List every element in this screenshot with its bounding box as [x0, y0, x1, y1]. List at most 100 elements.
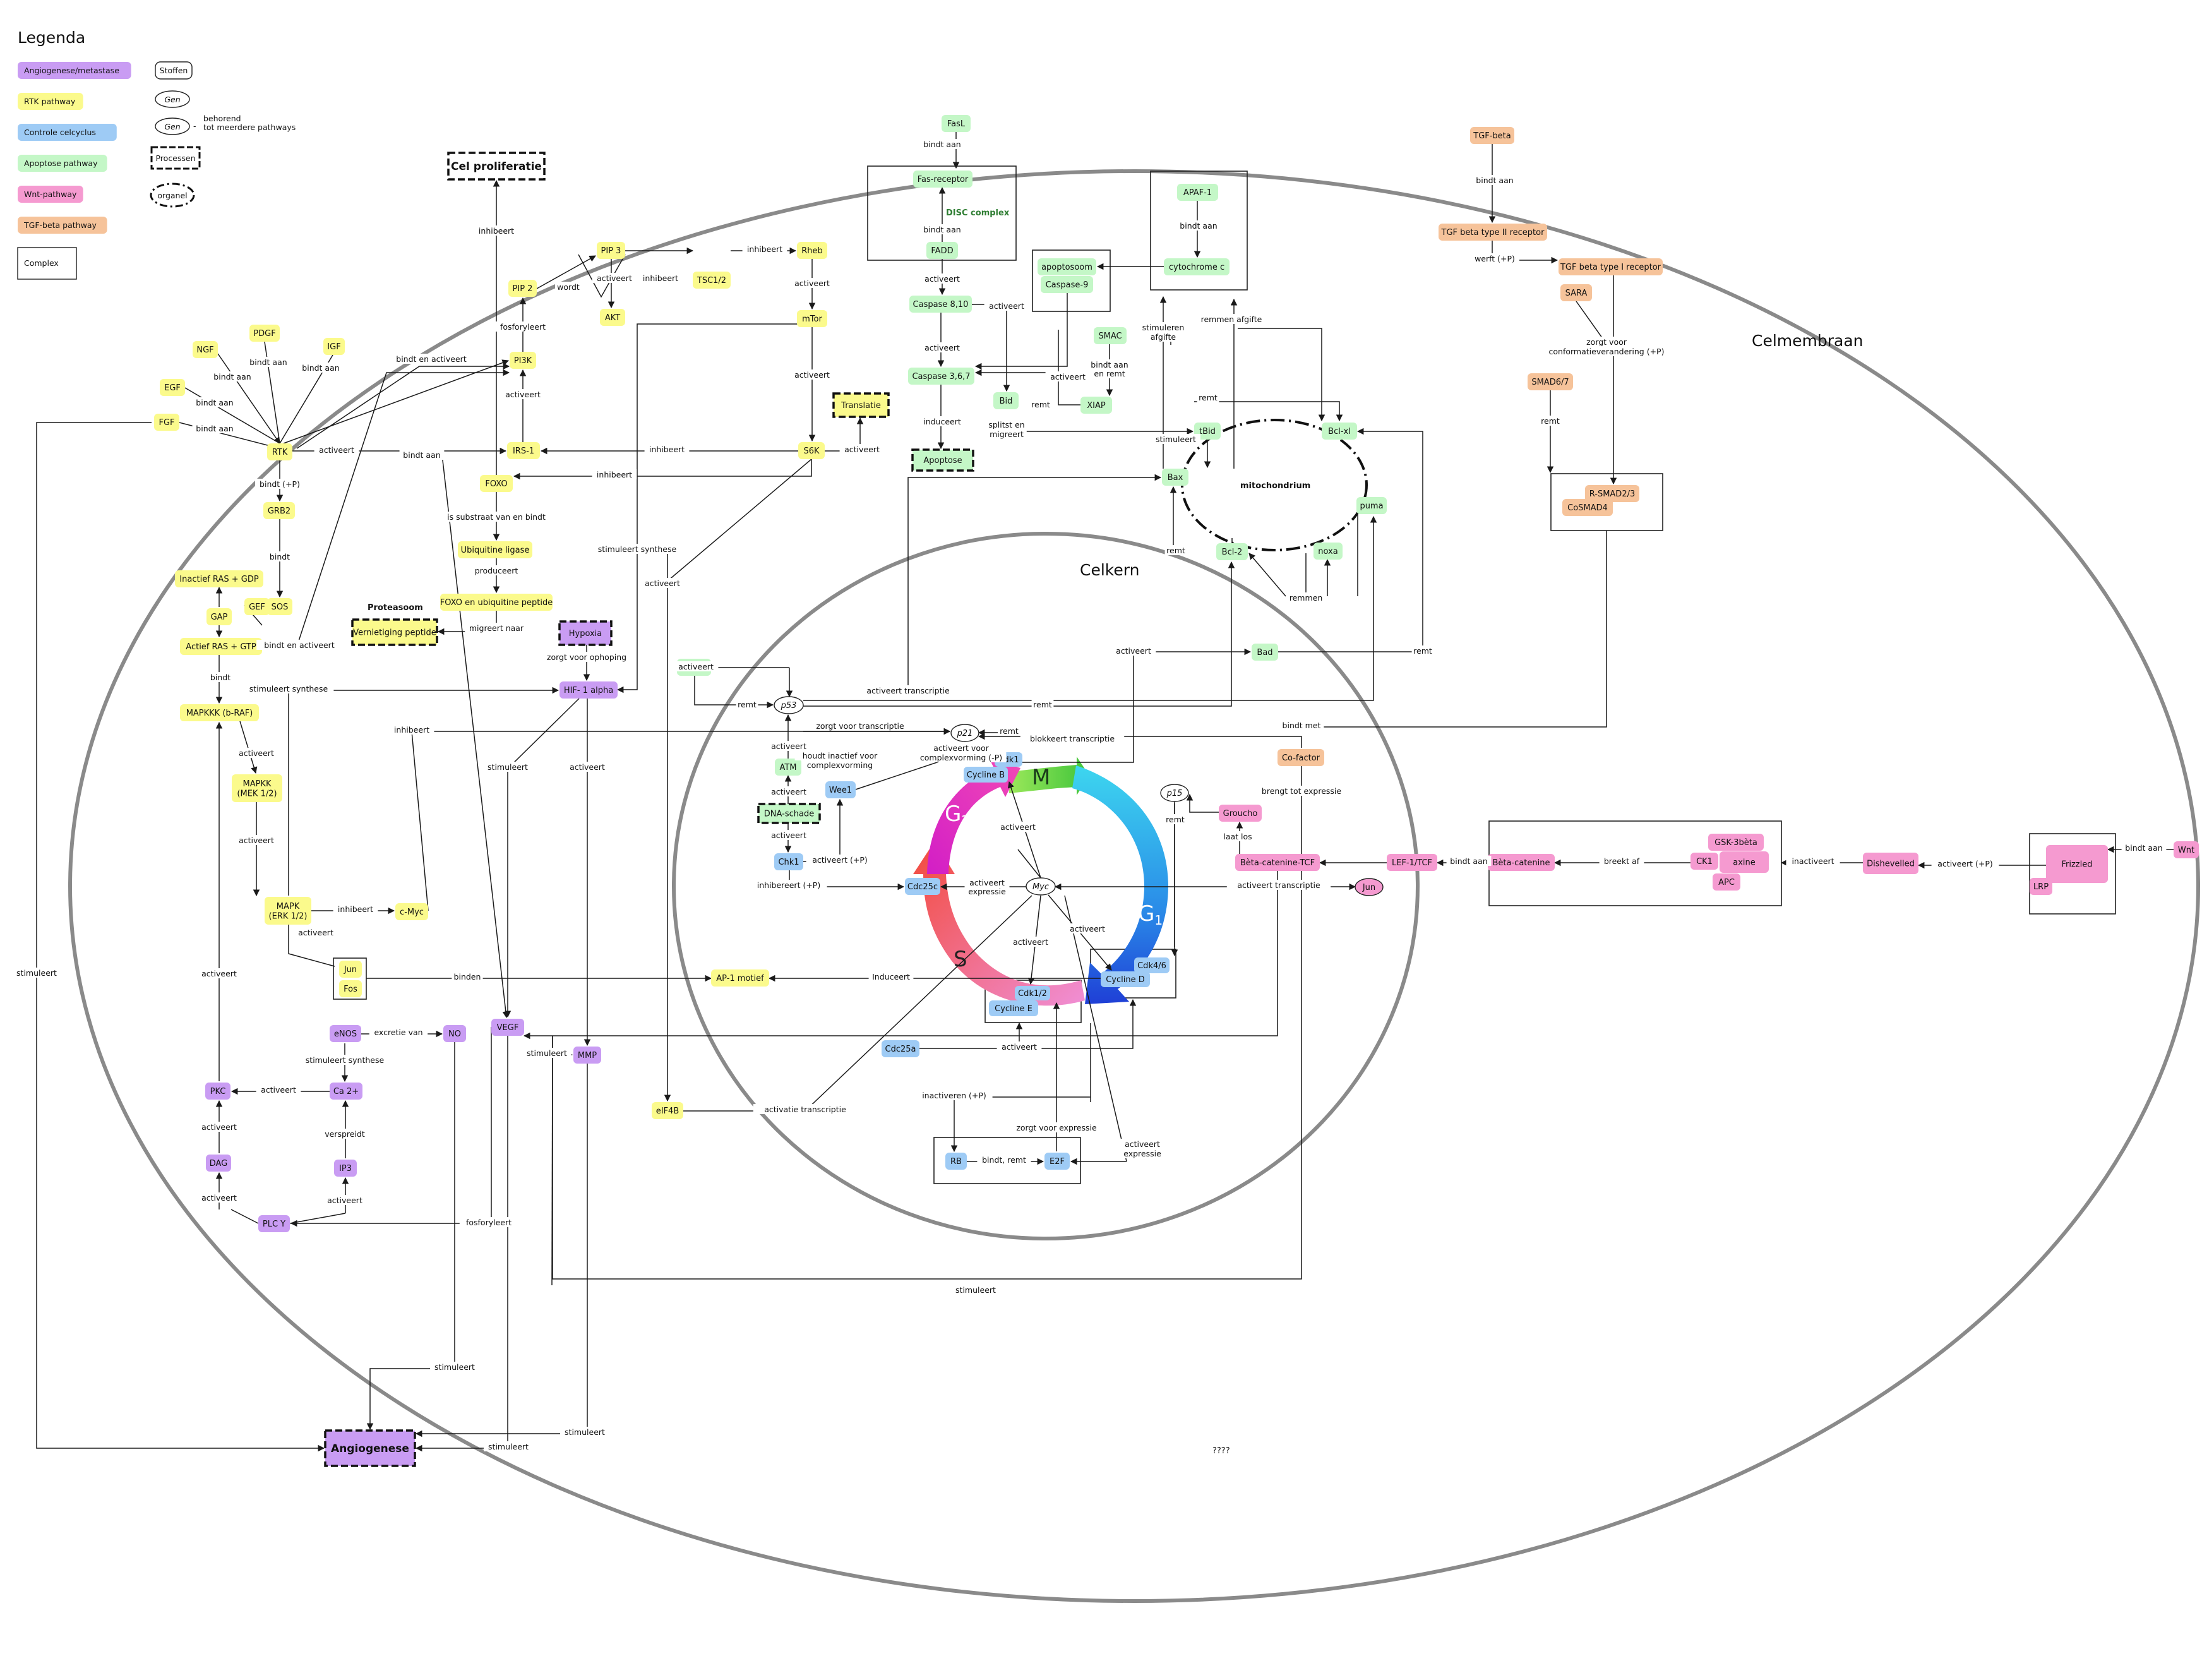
- edge-label-text: activeert: [1000, 822, 1036, 832]
- node-fadd: FADD: [926, 242, 958, 259]
- node-dag-shape: [206, 1155, 231, 1172]
- edge-labels: bindt aan bindt aan activeert activeert acti…: [12, 139, 2167, 1451]
- legend-swatch: [18, 155, 107, 172]
- edge-label-text: remt: [1031, 400, 1050, 409]
- edge-label: inhibeert: [644, 444, 690, 454]
- edge-label-text: bindt: [270, 552, 290, 561]
- node-eif4b: eIF4B: [652, 1102, 683, 1119]
- node-ubligase-label: Ubiquitine ligase: [461, 546, 530, 555]
- node-cosmad: CoSMAD4: [1562, 499, 1613, 516]
- node-irs1: IRS-1: [507, 442, 540, 459]
- node-cyclinb-label: Cycline B: [967, 771, 1005, 780]
- edge-label-text: bindt aan: [1091, 360, 1128, 369]
- unknown-label: ????: [1212, 1446, 1230, 1456]
- node-casp810-label: Caspase 8,10: [913, 300, 969, 309]
- phase-g2-sub: 2: [961, 813, 969, 828]
- node-ip3-label: IP3: [339, 1164, 352, 1173]
- edge-label-text: bindt aan: [403, 450, 440, 460]
- edge-label-text: breekt af: [1604, 856, 1640, 866]
- node-fasl-label: FasL: [947, 119, 966, 129]
- node-foxoubi: FOXO en ubiquitine peptide: [440, 594, 553, 611]
- edge-label: inhibeert: [638, 273, 683, 283]
- node-betacattcf-label: Bèta-catenine-TCF: [1240, 858, 1315, 868]
- edge-label: bindt aan: [192, 423, 237, 433]
- node-noxa-shape: [1313, 543, 1343, 560]
- edge-label: expressie: [964, 886, 1010, 896]
- node-lrp: LRP: [2030, 878, 2052, 895]
- node-eif4b-label: eIF4B: [656, 1107, 679, 1116]
- edge-label: migreert naar: [465, 623, 528, 633]
- edge-label-text: afgifte: [1151, 332, 1176, 342]
- node-smad67: SMAD6/7: [1528, 373, 1573, 390]
- node-fasl-shape: [942, 115, 971, 132]
- edge-label: activeert: [766, 741, 811, 751]
- legend-item-apop: Apoptose pathway: [18, 155, 107, 172]
- node-bclxl: Bcl-xl: [1322, 423, 1357, 440]
- edge-label: remt: [1164, 814, 1187, 824]
- node-ubligase-shape: [458, 541, 532, 558]
- edge-label: activeert: [196, 1122, 242, 1132]
- edge-label-text: bindt en activeert: [396, 354, 467, 364]
- node-igf-shape: [323, 338, 345, 355]
- node-rb-shape: [945, 1153, 967, 1170]
- edge-label-text: inhibereert (+P): [757, 880, 820, 890]
- node-frizzled: Frizzled: [2046, 845, 2108, 883]
- edge-label: stimuleert: [560, 1427, 609, 1437]
- node-e2f-shape: [1044, 1153, 1070, 1170]
- edge-label-text: remt: [738, 700, 757, 709]
- node-mapkkk-label: MAPKKK (b-RAF): [186, 709, 253, 718]
- node-lrp-label: LRP: [2033, 882, 2049, 892]
- edge: [184, 387, 280, 444]
- node-jun2-shape: [1355, 878, 1384, 896]
- node-fos-shape: [339, 980, 362, 997]
- node-hypoxia: Hypoxia: [558, 620, 613, 646]
- node-tbid-label: tBid: [1199, 427, 1216, 436]
- edge-label-text: activeert: [678, 662, 714, 671]
- node-apc: APC: [1713, 873, 1740, 891]
- edge-label-text: activeert: [505, 390, 541, 399]
- node-smac-shape: [1094, 327, 1127, 344]
- edge: [919, 999, 1137, 1049]
- edge-label-text: stimuleert: [955, 1285, 996, 1295]
- node-casp367: Caspase 3,6,7: [908, 368, 974, 385]
- edge-label: fosforyleert: [493, 321, 553, 332]
- edge-label: remt: [1197, 392, 1219, 402]
- node-pip2: PIP 2: [508, 280, 537, 297]
- node-pip3-label: PIP 3: [601, 246, 621, 256]
- edge-label-text: activeert: [261, 1085, 296, 1095]
- edge-label: activeert: [919, 342, 965, 352]
- edge-label-text: activeert: [969, 878, 1005, 887]
- legend-item-rtk: RTK pathway: [18, 93, 83, 110]
- node-gap-label: GAP: [211, 613, 228, 622]
- edge-label: bindt met: [1279, 720, 1324, 730]
- node-casp810: Caspase 8,10: [909, 296, 972, 313]
- node-no: NO: [443, 1025, 466, 1042]
- node-dag: DAG: [206, 1155, 231, 1172]
- edge-label: activeert (+P): [1931, 858, 1999, 868]
- edge: [239, 721, 258, 774]
- node-wee1-label: Wee1: [829, 786, 852, 795]
- node-cdc25c: Cdc25c: [905, 878, 940, 895]
- node-casp367-label: Caspase 3,6,7: [912, 372, 970, 381]
- edge-label-text: bindt aan: [1180, 221, 1217, 231]
- edge-label-text: activeert: [239, 748, 274, 758]
- node-jun1: Jun: [339, 961, 362, 978]
- node-puma-shape: [1356, 497, 1387, 514]
- node-myc: Myc: [1026, 877, 1056, 896]
- node-mtor-label: mTor: [802, 315, 822, 324]
- edge-label-text: stimuleert: [434, 1362, 475, 1372]
- edge-label: en remt: [1091, 368, 1128, 378]
- node-pi3k-shape: [510, 352, 536, 369]
- node-ca2-shape: [330, 1083, 362, 1100]
- node-axine: axine: [1720, 851, 1769, 873]
- node-mapk-label: MAPK(ERK 1/2): [269, 902, 308, 921]
- node-cdc25c-label: Cdc25c: [907, 882, 938, 892]
- node-enos-shape: [330, 1025, 361, 1042]
- node-cosmad-shape: [1562, 499, 1613, 516]
- legend-item-label: Controle celcyclus: [24, 128, 96, 137]
- edge-label: remmen: [1289, 592, 1322, 603]
- nucleus-label: Celkern: [1080, 561, 1139, 579]
- node-vernietiging: Vernietiging peptide: [351, 618, 438, 646]
- edge-label-text: produceert: [475, 566, 518, 575]
